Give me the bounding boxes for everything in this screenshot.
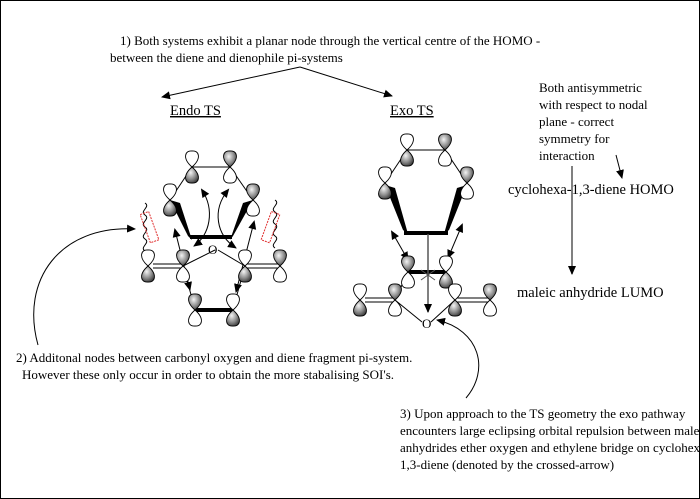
open-orbital-lobe [163, 183, 177, 201]
open-orbital-lobe [226, 293, 240, 311]
filled-orbital-lobe [439, 271, 453, 289]
note3-line2: encounters large eclipsing orbital repul… [400, 423, 700, 438]
note2-line2: However these only occur in order to obt… [22, 367, 394, 382]
symmetry-note-line1: Both antisymmetric [539, 80, 642, 95]
open-orbital-lobe [400, 133, 414, 151]
note1-line2: between the diene and dienophile pi-syst… [110, 50, 343, 65]
exo-ring-oxygen: O [422, 316, 431, 331]
open-orbital-lobe [185, 150, 199, 168]
arrow-to-endo [161, 66, 301, 100]
exo-ts-label: Exo TS [390, 103, 434, 119]
open-orbital-lobe [448, 283, 462, 301]
open-orbital-lobe [388, 299, 402, 317]
note1-line1: 1) Both systems exhibit a planar node th… [120, 33, 540, 48]
open-orbital-lobe [188, 309, 202, 327]
note3-line3: anhydrides ether oxygen and ethylene bri… [400, 440, 700, 455]
filled-orbital-lobe [226, 309, 240, 327]
endo-ring-oxygen: O [208, 242, 217, 257]
open-orbital-lobe [353, 283, 367, 301]
filled-orbital-lobe [460, 166, 474, 184]
open-orbital-lobe [401, 271, 415, 289]
open-orbital-lobe [141, 249, 155, 267]
note2-curved-arrow [33, 224, 136, 346]
filled-orbital-lobe [483, 283, 497, 301]
note3-line4: 1,3-diene (denoted by the crossed-arrow) [400, 457, 614, 472]
symmetry-arrow [615, 154, 624, 179]
filled-orbital-lobe [185, 166, 199, 184]
filled-orbital-lobe [223, 150, 237, 168]
filled-orbital-lobe [246, 183, 260, 201]
symmetry-note-line4: symmetry for [539, 131, 610, 146]
open-orbital-lobe [176, 265, 190, 283]
note3-curved-arrow [436, 317, 480, 399]
filled-orbital-lobe [176, 249, 190, 267]
symmetry-note-line5: interaction [539, 148, 595, 163]
filled-orbital-lobe [163, 199, 177, 217]
endo-ts-label: Endo TS [170, 103, 221, 119]
p-orbital-lobes [141, 133, 497, 327]
open-orbital-lobe [483, 299, 497, 317]
filled-orbital-lobe [141, 265, 155, 283]
symmetry-note-line2: with respect to nodal [539, 97, 648, 112]
open-orbital-lobe [246, 199, 260, 217]
filled-orbital-lobe [273, 249, 287, 267]
filled-orbital-lobe [401, 255, 415, 273]
filled-orbital-lobe [378, 182, 392, 200]
filled-orbital-lobe [438, 133, 452, 151]
homo-label: cyclohexa-1,3-diene HOMO [508, 182, 674, 198]
open-orbital-lobe [378, 166, 392, 184]
open-orbital-lobe [238, 249, 252, 267]
note2-line1: 2) Additonal nodes between carbonyl oxyg… [16, 350, 412, 365]
lumo-label: maleic anhydride LUMO [517, 285, 664, 301]
filled-orbital-lobe [400, 149, 414, 167]
open-orbital-lobe [438, 149, 452, 167]
filled-orbital-lobe [188, 293, 202, 311]
filled-orbital-lobe [388, 283, 402, 301]
filled-orbital-lobe [238, 265, 252, 283]
open-orbital-lobe [273, 265, 287, 283]
open-orbital-lobe [460, 182, 474, 200]
note3-line1: 3) Upon approach to the TS geometry the … [400, 406, 686, 421]
filled-orbital-lobe [448, 299, 462, 317]
open-orbital-lobe [223, 166, 237, 184]
symmetry-note-line3: plane - correct [539, 114, 614, 129]
arrow-to-exo [299, 66, 393, 98]
open-orbital-lobe [439, 255, 453, 273]
filled-orbital-lobe [353, 299, 367, 317]
